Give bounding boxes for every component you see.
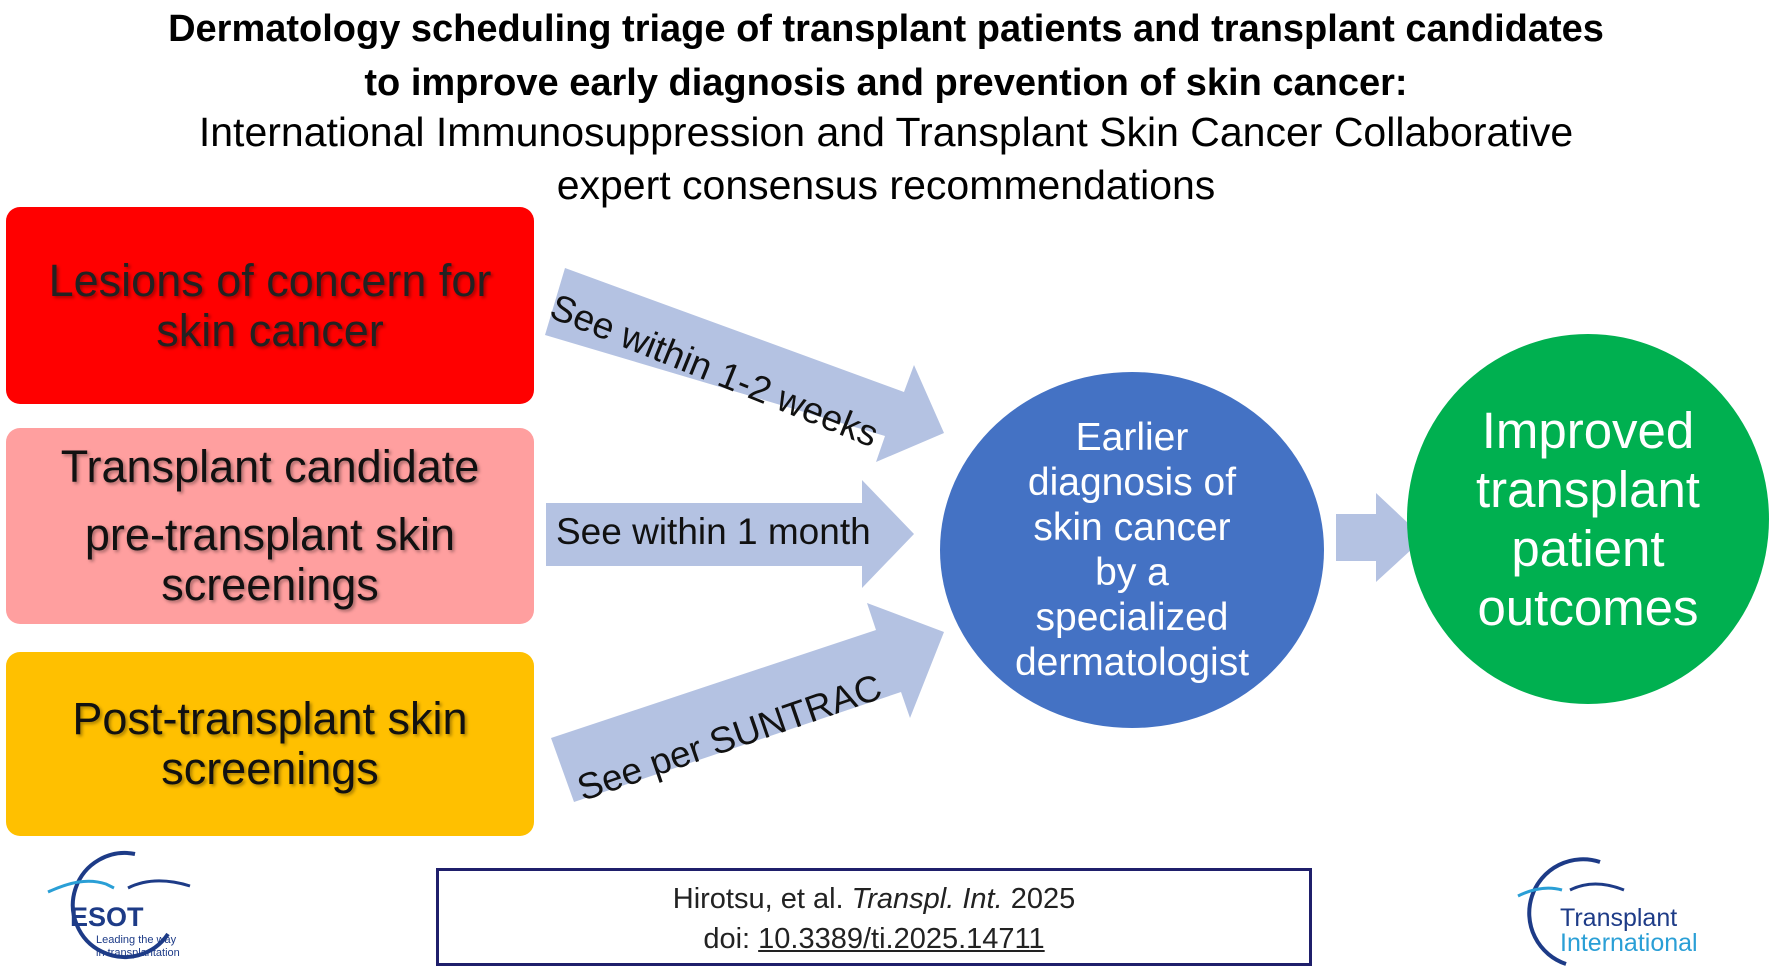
subtitle-line-1: International Immunosuppression and Tran… [198,109,1574,155]
reaching-hands-icon [47,851,191,959]
title-line-2: to improve early diagnosis and preventio… [364,62,1408,104]
citation-year: 2025 [1010,883,1076,915]
lesions-line-2: skin cancer [156,304,384,356]
citation-journal: Transpl. Int. [851,883,1003,915]
earlier-line-5: specialized [1035,596,1229,639]
lesions-line-1: Lesions of concern for [48,254,492,306]
transplant-international-logo-text: Transplant International [1560,906,1698,956]
citation-box: Hirotsu, et al. Transpl. Int. 2025 doi: … [436,868,1312,966]
title-line-1: Dermatology scheduling triage of transpl… [168,8,1604,50]
improved-line-4: outcomes [1477,579,1699,636]
post-line-1: Post-transplant skin [72,693,468,744]
esot-logo-name: ESOT [70,902,144,932]
doi-link[interactable]: 10.3389/ti.2025.14711 [758,923,1045,955]
improved-outcomes-circle: Improved transplant patient outcomes [1407,334,1769,704]
improved-line-1: Improved [1481,402,1695,459]
middle-arrow-label: See within 1 month [556,511,871,552]
esot-tagline: Leading the way in transplantation [96,934,180,960]
earlier-line-6: dermatologist [1014,641,1250,684]
post-transplant-box: Post-transplant skin screenings [6,652,534,836]
right-arrow-icon [1336,493,1424,582]
post-line-2: screenings [161,743,379,794]
citation-authors: Hirotsu, et al. [672,883,844,915]
top-arrow-icon [545,268,944,462]
candidate-line-1: Transplant candidate [60,441,480,492]
page-subtitle: International Immunosuppression and Tran… [0,106,1772,212]
bottom-arrow-icon [551,603,944,802]
candidate-line-2: pre-transplant skin [84,509,456,560]
doi-prefix: doi: [703,923,751,955]
esot-tagline-1: Leading the way [96,934,177,946]
earlier-line-4: by a [1095,551,1169,594]
middle-arrow-icon [546,480,914,588]
candidate-line-3: screenings [161,559,379,610]
page-title: Dermatology scheduling triage of transpl… [0,2,1772,110]
earlier-line-3: skin cancer [1033,506,1231,549]
improved-line-2: transplant [1476,461,1700,518]
improved-line-3: patient [1511,520,1665,577]
transplant-international-logo-icon [1517,857,1625,966]
ti-line-1: Transplant [1560,904,1678,932]
lesions-box: Lesions of concern for skin cancer [6,207,534,404]
ti-line-2: International [1560,929,1698,957]
subtitle-line-2: expert consensus recommendations [556,162,1216,208]
esot-tagline-2: in transplantation [96,947,180,959]
earlier-line-2: diagnosis of [1027,461,1237,504]
candidate-box: Transplant candidate pre-transplant skin… [6,428,534,624]
earlier-diagnosis-circle: Earlier diagnosis of skin cancer by a sp… [940,372,1324,728]
earlier-line-1: Earlier [1075,416,1189,459]
